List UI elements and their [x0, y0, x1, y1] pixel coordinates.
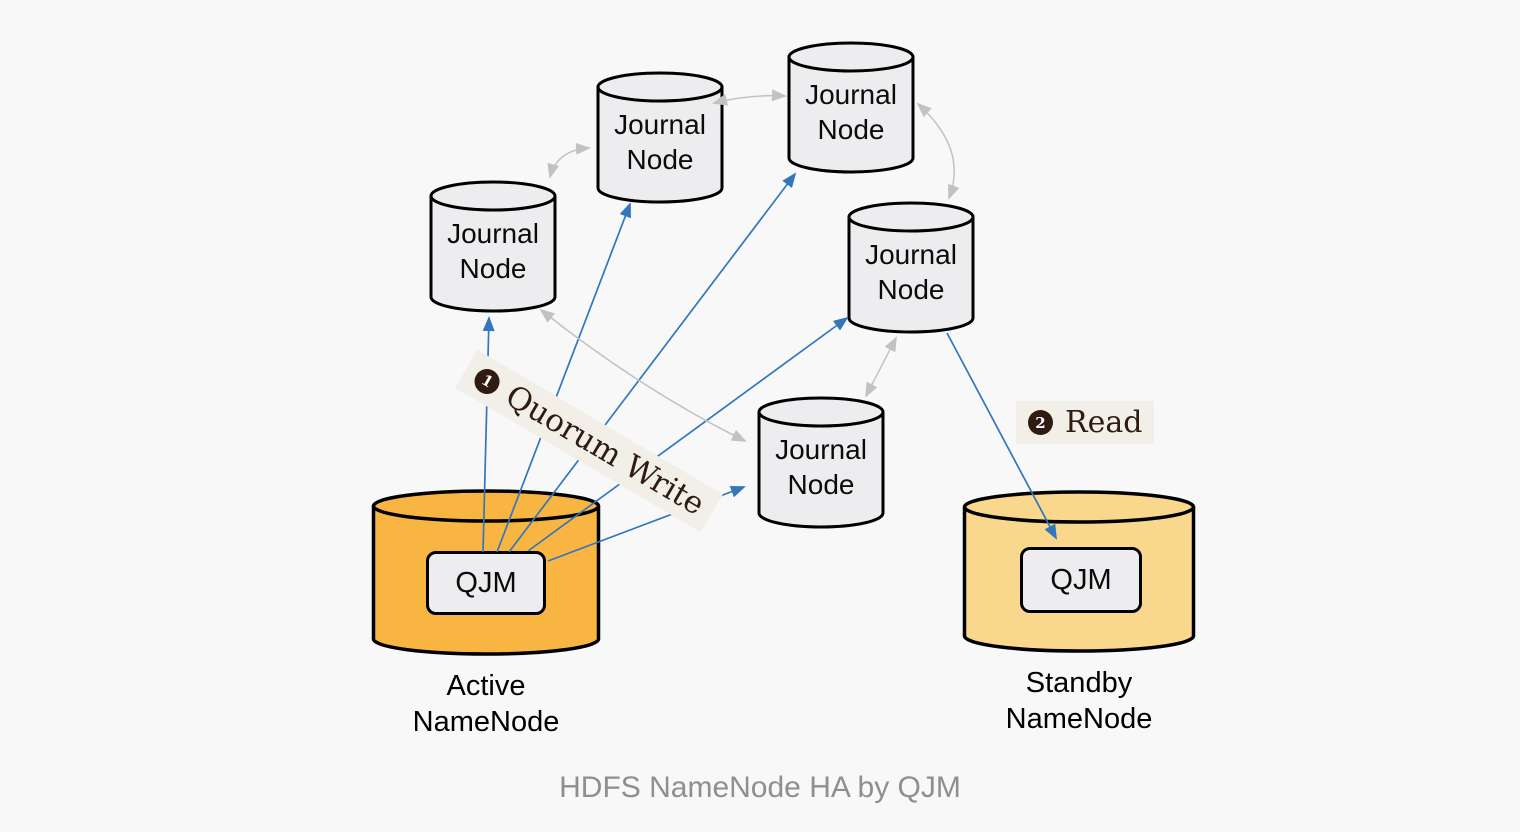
standby-caption-line2: NameNode	[1005, 703, 1153, 735]
peer-arrow-topmiddle-topright	[712, 89, 787, 106]
cylinder-icon	[596, 71, 724, 204]
read-annotation: 2 Read	[1016, 401, 1155, 444]
journal-node-bottom: Journal Node	[757, 396, 885, 530]
journal-node-label-line1: Journal	[775, 434, 867, 465]
journal-node-label-line1: Journal	[614, 109, 706, 140]
journal-node-label-line2: Node	[459, 253, 527, 284]
journal-node-label-line1: Journal	[865, 239, 957, 270]
peer-arrow-bottom-right	[865, 336, 897, 398]
journal-node-left: Journal Node	[429, 180, 557, 314]
cylinder-icon	[787, 41, 915, 174]
journal-node-label-line2: Node	[787, 469, 855, 500]
journal-node-label-line2: Node	[877, 274, 945, 305]
journal-node-label: Journal Node	[787, 63, 915, 161]
read-text: Read	[1065, 405, 1143, 440]
standby-qjm-box: QJM	[1020, 547, 1142, 613]
active-qjm-label: QJM	[455, 566, 517, 599]
journal-node-label: Journal Node	[596, 93, 724, 191]
journal-node-label: Journal Node	[429, 202, 557, 300]
standby-namenode: QJM	[962, 490, 1196, 656]
journal-node-label: Journal Node	[847, 223, 975, 321]
diagram-title: HDFS NameNode HA by QJM	[559, 771, 961, 804]
journal-node-right: Journal Node	[847, 201, 975, 335]
journal-node-label-line1: Journal	[805, 79, 897, 110]
cylinder-icon	[847, 201, 975, 334]
step-2-badge: 2	[1028, 410, 1053, 435]
journal-node-label-line1: Journal	[447, 218, 539, 249]
journal-node-label-line2: Node	[817, 114, 885, 145]
active-caption-line1: Active	[446, 670, 526, 702]
journal-node-top-right: Journal Node	[787, 41, 915, 175]
step-1-badge: 1	[470, 363, 505, 399]
journal-node-label-line2: Node	[626, 144, 694, 175]
standby-namenode-caption: Standby NameNode	[962, 665, 1196, 737]
standby-qjm-label: QJM	[1050, 563, 1112, 596]
journal-node-label: Journal Node	[757, 418, 885, 516]
active-namenode-caption: Active NameNode	[371, 668, 601, 740]
active-caption-line2: NameNode	[412, 706, 560, 738]
peer-arrow-left-topmiddle	[547, 142, 591, 179]
active-namenode: QJM	[371, 489, 601, 659]
journal-node-top-middle: Journal Node	[596, 71, 724, 205]
active-qjm-box: QJM	[426, 551, 546, 615]
peer-arrow-topright-right	[916, 102, 960, 200]
standby-caption-line1: Standby	[1025, 667, 1133, 699]
